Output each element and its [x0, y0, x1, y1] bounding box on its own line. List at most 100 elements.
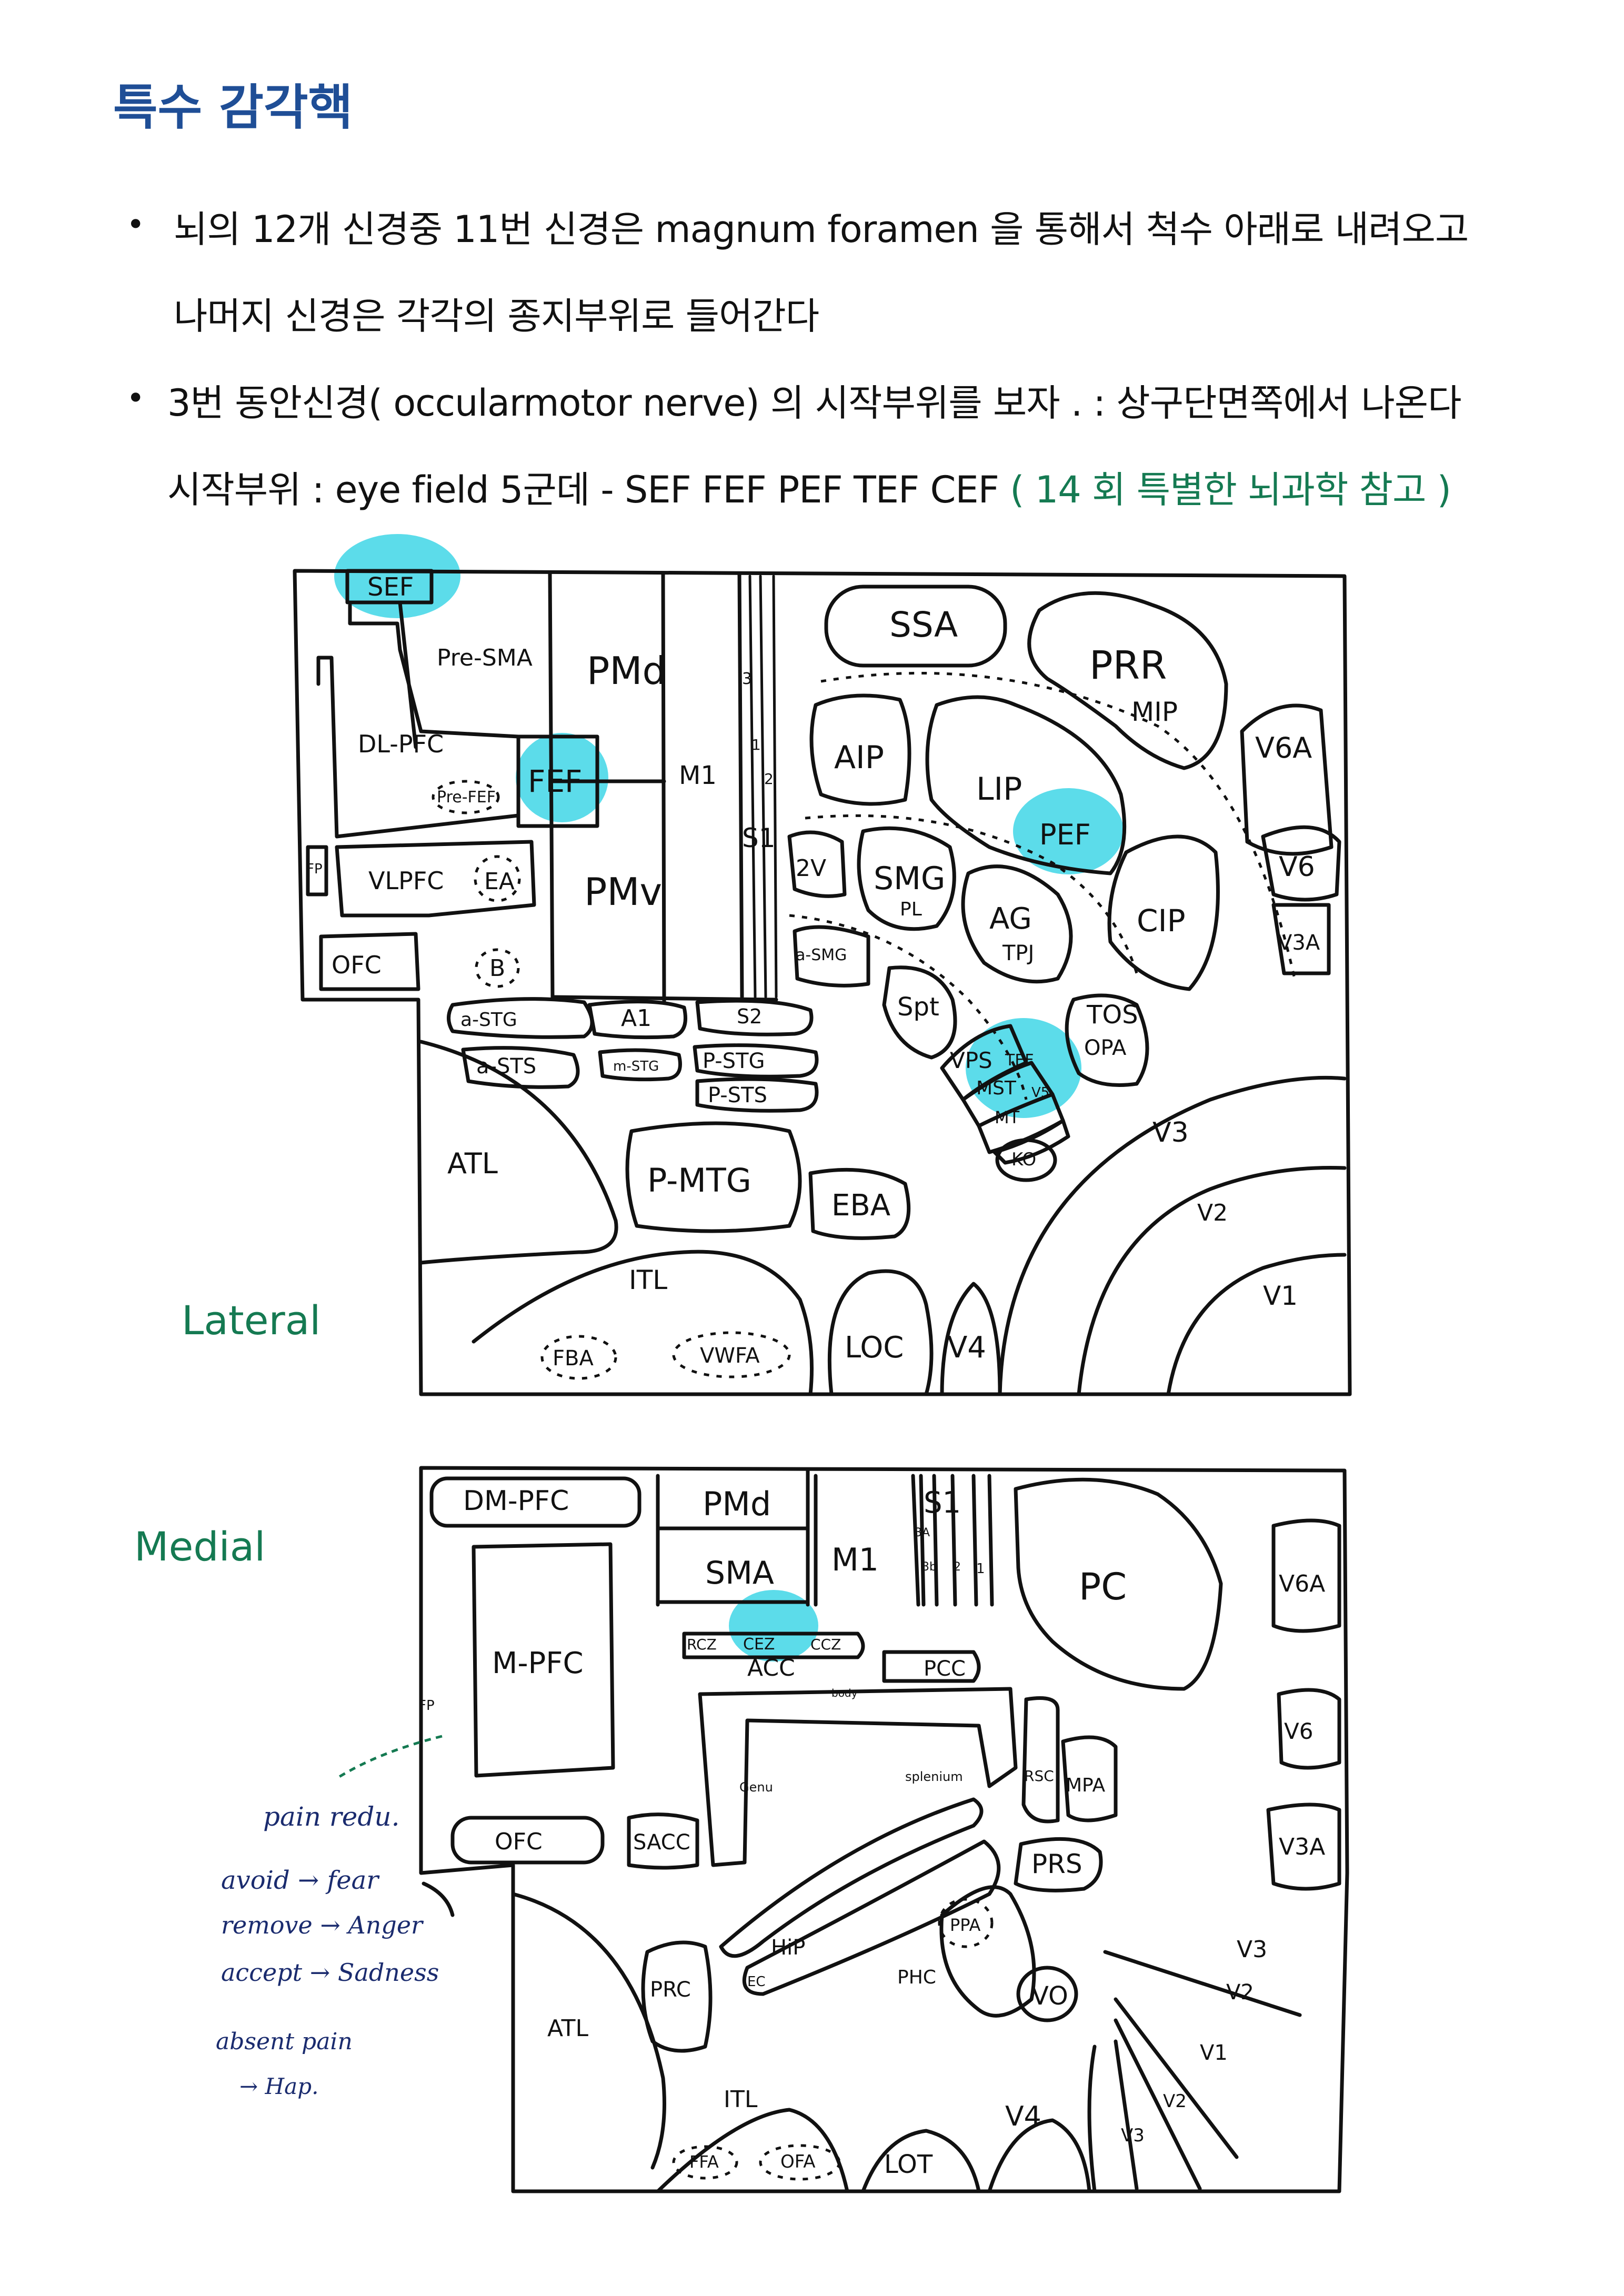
label-sef: SEF — [367, 572, 414, 602]
medial-label-v6: V6 — [1284, 1718, 1313, 1744]
bullet-2-line-2-text: 시작부위 : eye field 5군데 - SEF FEF PEF TEF C… — [167, 468, 1010, 511]
medial-label-vo: VO — [1031, 1981, 1068, 2011]
medial-label-genu: Genu — [739, 1780, 773, 1795]
label-ag: AG — [989, 902, 1032, 936]
medial-label-pmd: PMd — [703, 1485, 771, 1523]
note-avoid: avoid → fear — [221, 1866, 380, 1895]
label-p-sts: P-STS — [708, 1083, 767, 1107]
medial-label-prc: PRC — [650, 1978, 691, 2002]
note-accept: accept → Sadness — [221, 1958, 439, 1987]
medial-caption: Medial — [134, 1523, 266, 1570]
page-title: 특수 감각핵 — [113, 79, 353, 136]
label-tpj: TPJ — [1002, 941, 1034, 965]
sef-box — [345, 569, 434, 605]
medial-label-ppa: PPA — [950, 1915, 981, 1935]
medial-label-m1: M1 — [831, 1542, 879, 1578]
bullet-2-reference-note: ( 14 회 특별한 뇌과학 참고 ) — [1010, 468, 1451, 511]
label-pef: PEF — [1039, 818, 1091, 851]
label-fp: FP — [306, 861, 323, 877]
label-a-sts: a-STS — [476, 1054, 536, 1079]
medial-label-ofc: OFC — [495, 1828, 543, 1855]
label-vps: VPS — [950, 1048, 993, 1073]
label-itl: ITL — [629, 1265, 667, 1295]
medial-label-v3: V3 — [1237, 1936, 1267, 1963]
label-area-1: 1 — [751, 736, 761, 753]
medial-label-v4: V4 — [1005, 2101, 1041, 2132]
medial-label-v2-lower: V2 — [1163, 2091, 1187, 2112]
label-s2: S2 — [737, 1005, 762, 1028]
medial-label-rsc: RSC — [1024, 1767, 1054, 1785]
label-area-3: 3 — [742, 670, 752, 688]
label-v6: V6 — [1279, 851, 1315, 883]
note-absent-pain: absent pain — [216, 2028, 353, 2055]
label-eba: EBA — [831, 1189, 890, 1223]
medial-label-v3a: V3A — [1279, 1834, 1325, 1860]
label-m-stg: m-STG — [613, 1059, 659, 1074]
medial-label-sacc: SACC — [633, 1830, 690, 1855]
label-ea: EA — [484, 868, 515, 895]
bullet-1-line-1: 뇌의 12개 신경중 11번 신경은 magnum foramen 을 통해서 … — [174, 208, 1469, 251]
label-ko: KO — [1011, 1149, 1036, 1170]
medial-label-lot: LOT — [884, 2150, 933, 2179]
label-v6a: V6A — [1255, 731, 1312, 764]
pef-highlight — [1013, 788, 1124, 874]
label-v3: V3 — [1152, 1117, 1189, 1149]
medial-label-v1: V1 — [1200, 2041, 1228, 2065]
label-s1: S1 — [742, 823, 776, 853]
label-m1: M1 — [679, 761, 717, 790]
label-opa: OPA — [1084, 1036, 1127, 1060]
label-lip: LIP — [976, 771, 1022, 808]
medial-label-v3-lower: V3 — [1121, 2125, 1145, 2146]
label-aip: AIP — [834, 739, 884, 776]
medial-label-3b: 3b — [922, 1560, 937, 1574]
label-v4: V4 — [947, 1331, 986, 1365]
medial-label-phc: PHC — [897, 1967, 936, 1988]
label-ssa: SSA — [889, 605, 958, 645]
medial-label-fp: FP — [418, 1698, 435, 1714]
fef-box — [516, 734, 599, 828]
medial-label-splenium: splenium — [905, 1769, 963, 1784]
label-pre-fef: Pre-FEF — [437, 788, 496, 807]
medial-label-cez: CEZ — [743, 1635, 775, 1654]
label-dl-pfc: DL-PFC — [358, 730, 444, 758]
label-a1: A1 — [621, 1005, 651, 1032]
note-remove: remove → Anger — [221, 1911, 424, 1939]
label-mip: MIP — [1131, 697, 1178, 727]
label-mst: MST — [976, 1077, 1017, 1099]
label-mt: MT — [995, 1107, 1020, 1127]
label-p-mtg: P-MTG — [647, 1161, 751, 1200]
label-prr: PRR — [1089, 643, 1167, 688]
medial-label-hip: HiP — [771, 1936, 805, 1960]
medial-label-v2: V2 — [1226, 1980, 1254, 2005]
label-v3a: V3A — [1278, 931, 1320, 955]
bullet-dot: • — [126, 206, 145, 243]
label-pl: PL — [900, 899, 922, 920]
label-smg: SMG — [874, 860, 945, 897]
label-vwfa: VWFA — [700, 1344, 760, 1368]
label-ofc: OFC — [332, 951, 382, 979]
label-pmd: PMd — [587, 649, 666, 693]
bullet-1-line-2: 나머지 신경은 각각의 종지부위로 들어간다 — [174, 295, 819, 338]
medial-label-1: 1 — [976, 1561, 985, 1577]
note-pain-reduction: pain redu. — [263, 1801, 400, 1832]
medial-label-acc: ACC — [747, 1655, 795, 1681]
medial-label-s1: S1 — [924, 1486, 961, 1520]
bullet-2-line-1: 3번 동안신경( occularmotor nerve) 의 시작부위를 보자 … — [167, 381, 1462, 425]
label-tos: TOS — [1086, 1000, 1138, 1030]
label-p-stg: P-STG — [703, 1049, 765, 1073]
medial-label-m-pfc: M-PFC — [492, 1646, 584, 1680]
label-area-2: 2 — [764, 770, 774, 788]
label-cip: CIP — [1137, 903, 1186, 939]
label-fef: FEF — [528, 763, 582, 799]
label-vlpfc: VLPFC — [368, 867, 444, 895]
medial-label-atl: ATL — [547, 2015, 589, 2042]
label-a-smg: a-SMG — [796, 946, 847, 964]
note-happiness: → Hap. — [239, 2073, 318, 2099]
medial-label-rcz: RCZ — [687, 1636, 717, 1653]
medial-label-mpa: MPA — [1066, 1775, 1105, 1796]
label-fba: FBA — [553, 1346, 594, 1371]
bullet-dot: • — [126, 380, 145, 417]
label-atl: ATL — [447, 1147, 498, 1180]
label-2v: 2V — [796, 855, 826, 882]
lateral-caption: Lateral — [182, 1297, 321, 1344]
